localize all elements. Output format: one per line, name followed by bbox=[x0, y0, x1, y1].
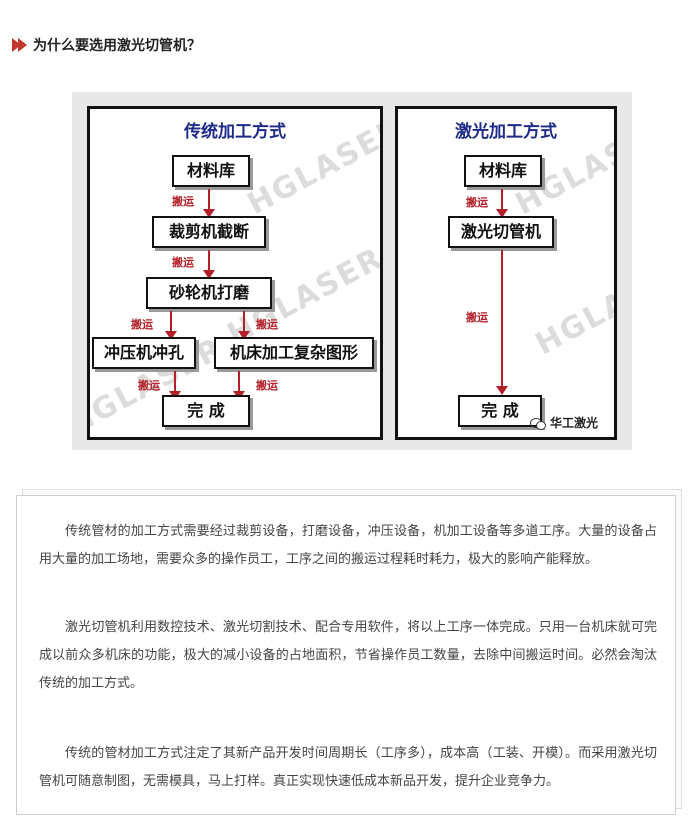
traditional-process-panel: HGLASER HGLASER HGLASER 传统加工方式 材料库 搬运 裁剪… bbox=[87, 106, 383, 440]
arrow-label: 搬运 bbox=[466, 196, 488, 209]
flow-arrow bbox=[203, 250, 215, 279]
paragraph: 激光切管机利用数控技术、激光切割技术、配合专用软件，将以上工序一体完成。只用一台… bbox=[39, 620, 657, 691]
flow-arrow bbox=[496, 189, 508, 218]
flow-arrow bbox=[165, 311, 177, 340]
section-header: 为什么要选用激光切管机？ bbox=[12, 35, 201, 55]
wechat-icon bbox=[529, 416, 546, 430]
triangle-bullet-icon bbox=[18, 38, 27, 52]
flow-box-material: 材料库 bbox=[172, 155, 250, 187]
watermark: HGLASER bbox=[529, 250, 617, 363]
traditional-title: 传统加工方式 bbox=[184, 122, 286, 142]
flow-box-done: 完 成 bbox=[162, 395, 250, 427]
triangle-bullet-icon bbox=[12, 38, 21, 52]
arrow-label: 搬运 bbox=[256, 379, 278, 392]
arrow-label: 搬运 bbox=[466, 311, 488, 324]
flow-box-material: 材料库 bbox=[464, 155, 542, 187]
arrow-label: 搬运 bbox=[172, 256, 194, 269]
laser-process-panel: HGLASER HGLASER 激光加工方式 材料库 搬运 激光切管机 搬运 完… bbox=[395, 106, 617, 440]
flow-box-punching: 冲压机冲孔 bbox=[92, 337, 196, 369]
brand-watermark: 华工激光 bbox=[529, 414, 598, 431]
flow-arrow bbox=[233, 371, 245, 400]
laser-title: 激光加工方式 bbox=[455, 122, 557, 142]
paragraph: 传统的管材加工方式注定了其新产品开发时间周期长（工序多），成本高（工装、开模）。… bbox=[39, 746, 657, 789]
brand-name: 华工激光 bbox=[549, 416, 598, 430]
flow-box-done: 完 成 bbox=[458, 395, 542, 427]
arrow-label: 搬运 bbox=[138, 379, 160, 392]
flow-arrow bbox=[496, 250, 508, 395]
arrow-label: 搬运 bbox=[131, 318, 153, 331]
flow-arrow bbox=[169, 371, 181, 400]
section-title: 为什么要选用激光切管机？ bbox=[33, 38, 201, 54]
arrow-label: 搬运 bbox=[172, 195, 194, 208]
text-card: 传统管材的加工方式需要经过裁剪设备，打磨设备，冲压设备，机加工设备等多道工序。大… bbox=[16, 495, 676, 815]
paragraph: 传统管材的加工方式需要经过裁剪设备，打磨设备，冲压设备，机加工设备等多道工序。大… bbox=[39, 524, 657, 567]
flow-box-grinding: 砂轮机打磨 bbox=[146, 277, 272, 309]
flow-arrow bbox=[203, 189, 215, 218]
flow-arrow bbox=[238, 311, 250, 340]
flow-box-machining: 机床加工复杂图形 bbox=[214, 337, 374, 369]
arrow-label: 搬运 bbox=[256, 318, 278, 331]
flow-box-cutting: 裁剪机截断 bbox=[152, 216, 266, 248]
flow-box-laser-cutter: 激光切管机 bbox=[448, 216, 554, 248]
process-comparison-figure: HGLASER HGLASER HGLASER 传统加工方式 材料库 搬运 裁剪… bbox=[72, 92, 632, 450]
